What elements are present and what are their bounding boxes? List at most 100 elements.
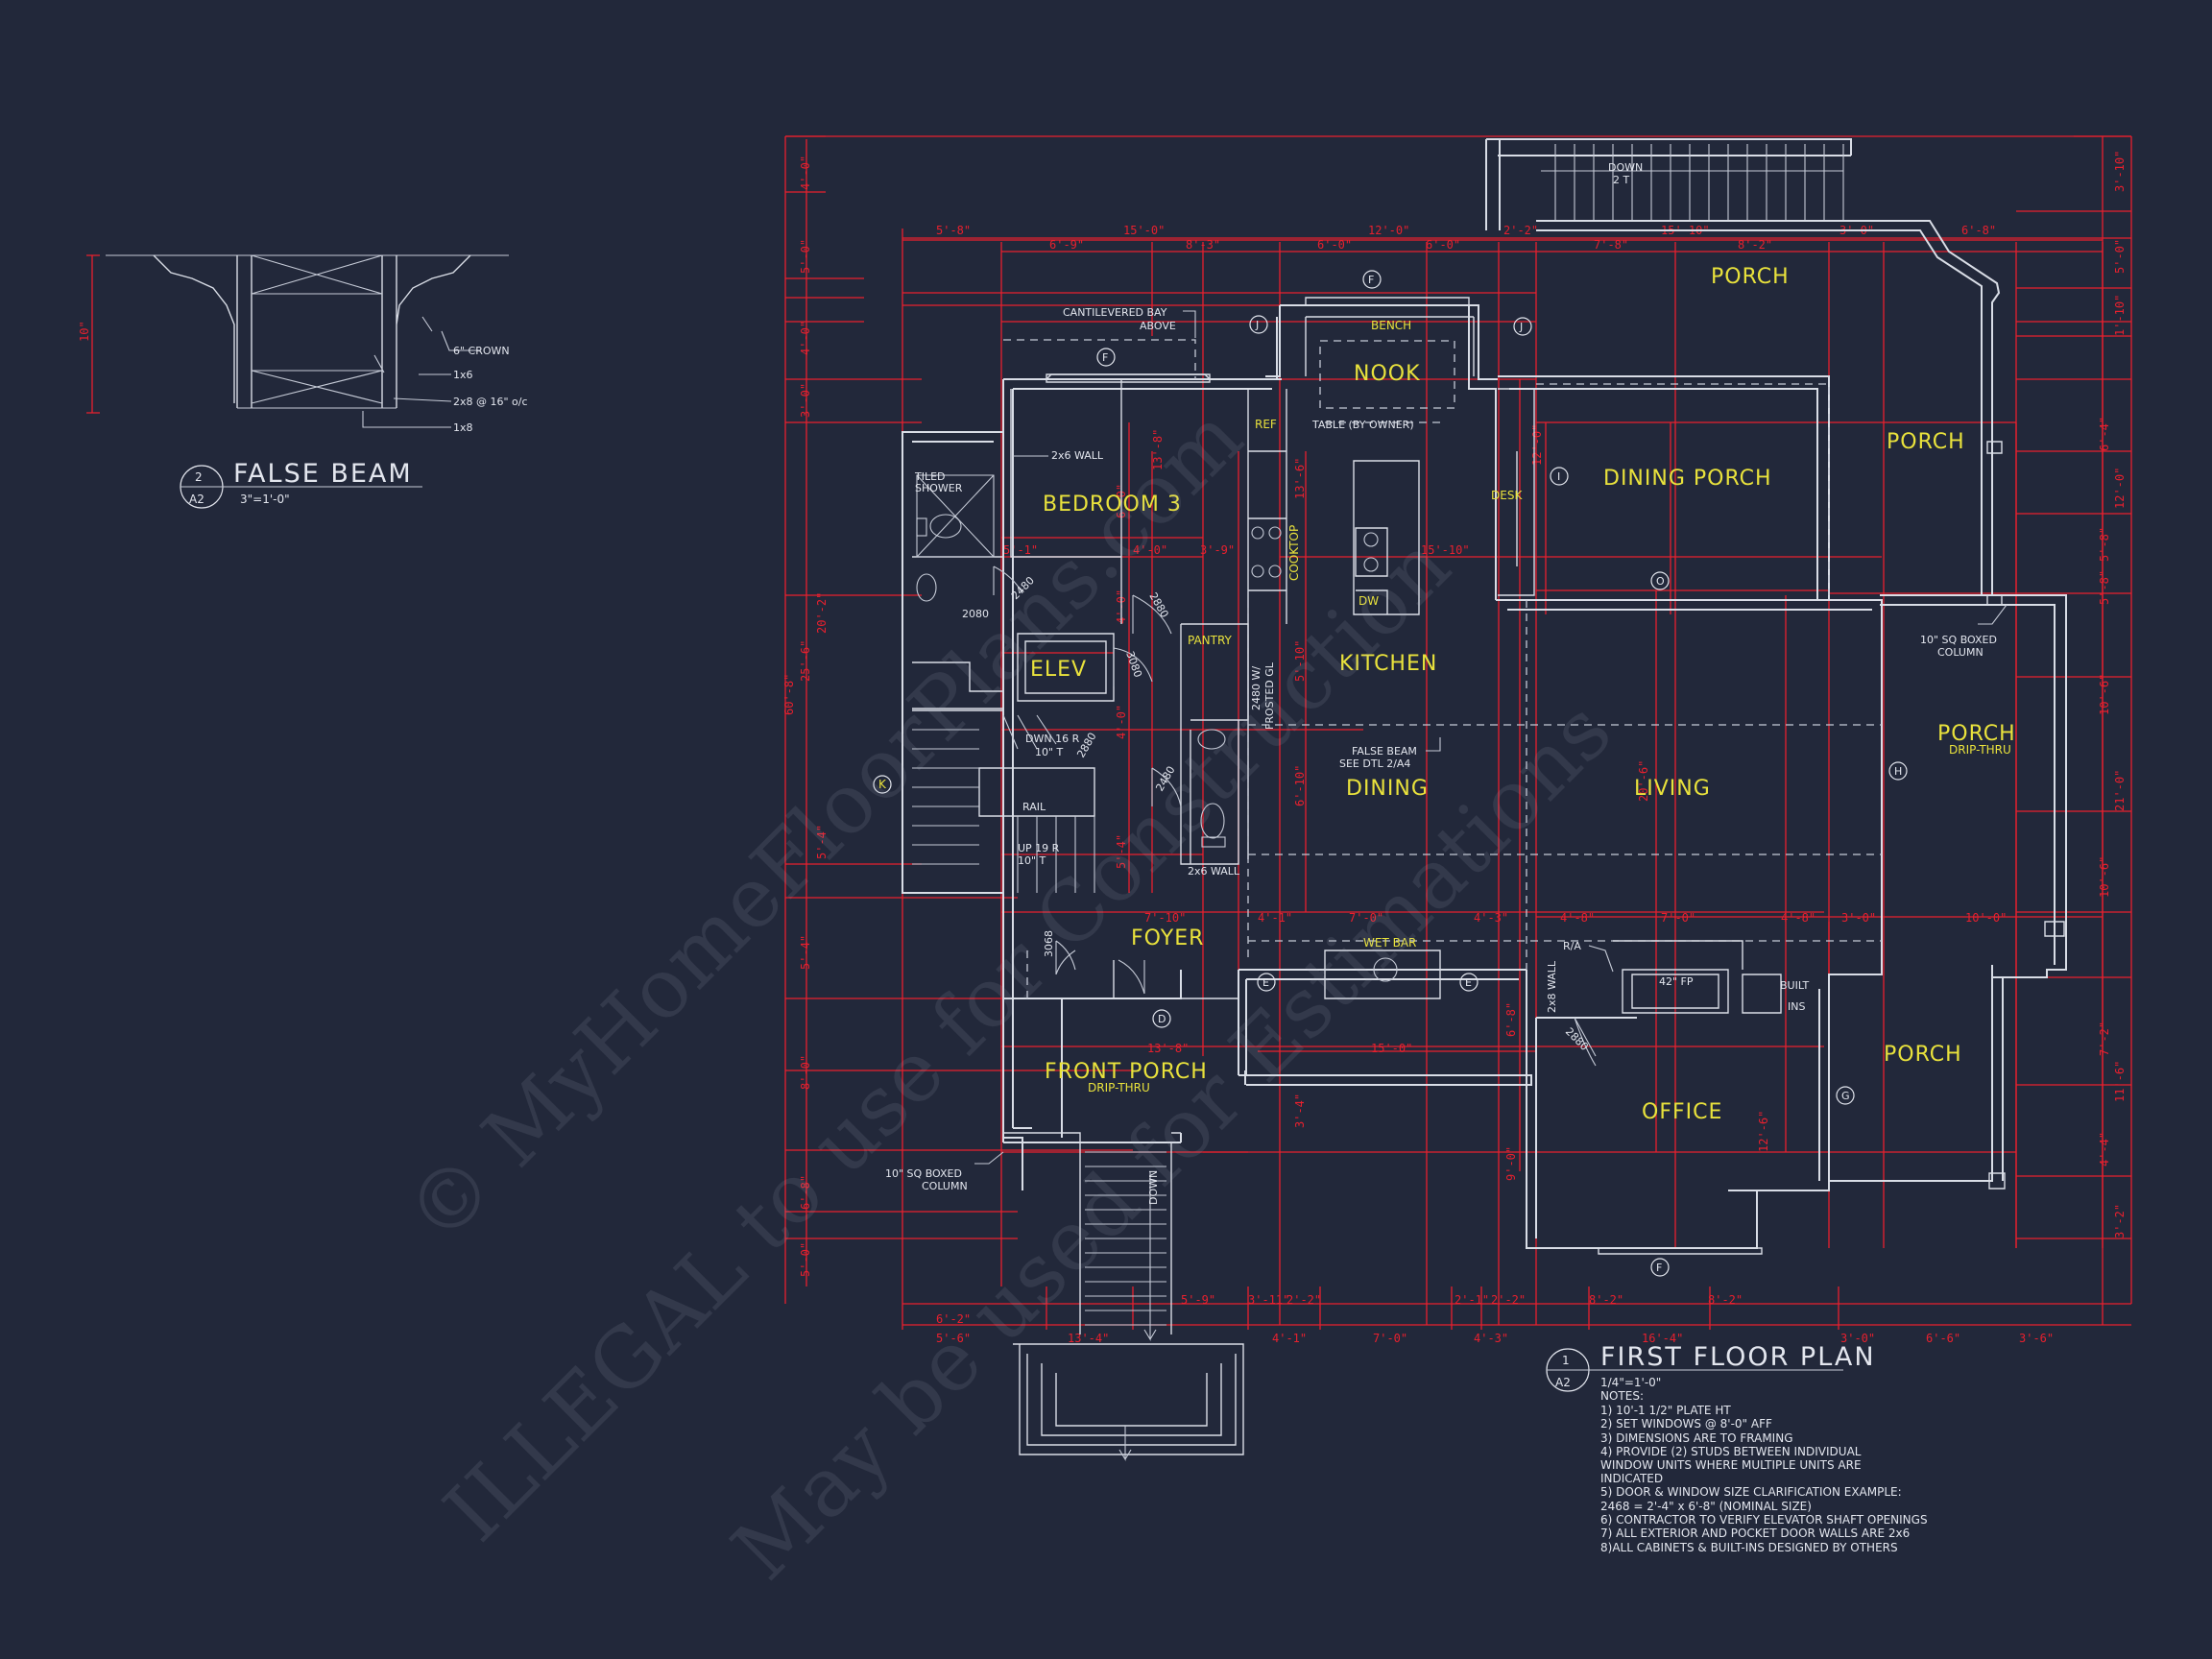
dim-top-4: 2'-2" [1503, 224, 1538, 237]
dim-bot2-5: 4'-3" [1474, 1332, 1508, 1345]
plan-title-block: 1 A2 FIRST FLOOR PLAN 1/4"=1'-0" NOTES: … [1546, 1342, 1928, 1554]
detail-label-crown: 6" CROWN [453, 345, 510, 357]
dim-top2-5: 7'-8" [1594, 238, 1628, 252]
room-foyer: FOYER [1131, 926, 1204, 950]
dim-top2-2: 8'-3" [1186, 238, 1220, 252]
dim-left-10: 8'-0" [799, 1055, 812, 1090]
detail-label-1x8: 1x8 [453, 421, 473, 434]
dim-inner-11: 7'-10" [1144, 911, 1186, 925]
note-down-top-2: 2 T [1613, 174, 1629, 186]
note-shower: SHOWER [915, 482, 963, 494]
dim-left-11: 6'-8" [799, 1175, 812, 1210]
dim-bot-2: 5'-9" [1181, 1293, 1215, 1307]
note-up-2: 10" T [1018, 854, 1046, 867]
dim-right-2: 5'-0" [2113, 239, 2127, 274]
dim-left-9: 5'-4" [799, 935, 812, 970]
dimension-lines [784, 135, 2132, 1330]
plan-notes-heading: NOTES: [1600, 1389, 1644, 1403]
note-tiled: TILED [914, 470, 946, 483]
svg-text:O: O [1656, 575, 1665, 588]
note-col-left-2: COLUMN [922, 1180, 968, 1192]
note-3068: 3068 [1043, 930, 1055, 957]
label-ref: REF [1255, 418, 1277, 431]
note-2080: 2080 [962, 608, 989, 620]
dim-bot-8: 8'-2" [1708, 1293, 1743, 1307]
note-col-right-2: COLUMN [1937, 646, 1984, 659]
tag-f-office: F [1650, 1258, 1670, 1277]
room-office: OFFICE [1642, 1100, 1722, 1124]
svg-text:F: F [1102, 351, 1108, 364]
note-built: BUILT [1780, 979, 1809, 992]
plan-sheet: A2 [1555, 1376, 1571, 1389]
dim-top-2: 15'-0" [1123, 224, 1165, 237]
dim-left-4: 3'-0" [799, 383, 812, 418]
plan-note-4: 4) PROVIDE (2) STUDS BETWEEN INDIVIDUAL [1600, 1445, 1862, 1458]
dim-left-3: 4'-0" [799, 321, 812, 355]
detail-number: 2 [195, 470, 203, 484]
front-porch-drip-label: DRIP-THRU [1088, 1081, 1150, 1094]
walls [902, 138, 2067, 1461]
dim-bot-6: 2'-2" [1491, 1293, 1526, 1307]
dim-inner-24: 6'-8" [1504, 1002, 1518, 1037]
dim-left-6: 25'-6" [799, 640, 812, 682]
dim-right-11: 11'-6" [2113, 1061, 2127, 1102]
dim-right-7: 10'-6" [2098, 674, 2111, 715]
label-pantry: PANTRY [1188, 634, 1233, 647]
room-porch-top: PORCH [1711, 265, 1790, 289]
svg-text:F: F [1368, 274, 1374, 286]
dim-inner-5: 13'-6" [1293, 458, 1307, 499]
dim-top2-4: 6'-0" [1426, 238, 1460, 252]
svg-text:J: J [1255, 319, 1259, 331]
dim-inner-4: 3'-9" [1200, 543, 1235, 557]
dim-bot2-6: 16'-4" [1642, 1332, 1683, 1345]
dim-inner-1: 13'-8" [1151, 429, 1165, 470]
dim-bot2-3: 4'-1" [1272, 1332, 1307, 1345]
tag-o: O [1650, 571, 1670, 590]
dim-right-13: 3'-2" [2113, 1204, 2127, 1238]
dim-inner-18: 3'-0" [1841, 911, 1876, 925]
svg-text:E: E [1262, 976, 1269, 989]
dim-right-1: 3'-10" [2113, 151, 2127, 192]
dim-bot-1: 6'-2" [936, 1312, 971, 1326]
watermark: © MyHomeFloorPlans.com ILLEGAL to use fo… [388, 389, 1630, 1598]
dim-inner-3: 4'-0" [1133, 543, 1167, 557]
dim-right-3: 1'-10" [2113, 295, 2127, 336]
note-dwn-2: 10" T [1035, 746, 1064, 758]
dim-bot2-9: 3'-6" [2019, 1332, 2054, 1345]
note-down-stair: DOWN [1147, 1170, 1160, 1205]
room-labels: PORCH PORCH PORCH DRIP-THRU PORCH NOOK D… [1030, 265, 2015, 1124]
dim-inner-10: 20'-6" [1637, 760, 1650, 802]
dim-right-10: 7'-2" [2098, 1022, 2111, 1056]
room-front-porch: FRONT PORCH [1045, 1060, 1208, 1084]
note-2880a: 2880 [1146, 590, 1170, 620]
dim-bot2-8: 6'-6" [1926, 1332, 1960, 1345]
dim-bot-5: 2'-1" [1455, 1293, 1489, 1307]
plan-note-9: 6) CONTRACTOR TO VERIFY ELEVATOR SHAFT O… [1600, 1513, 1928, 1527]
plan-note-6: INDICATED [1600, 1472, 1663, 1485]
svg-text:H: H [1894, 765, 1902, 778]
tag-d: D [1152, 1009, 1171, 1028]
tag-g: G [1836, 1086, 1855, 1105]
note-cantilever-1: CANTILEVERED BAY [1063, 306, 1167, 319]
label-wet-bar: WET BAR [1363, 936, 1416, 950]
room-porch-bottom: PORCH [1884, 1043, 1962, 1067]
plan-note-1: 1) 10'-1 1/2" PLATE HT [1600, 1404, 1731, 1417]
room-living: LIVING [1634, 777, 1711, 801]
room-kitchen: KITCHEN [1339, 652, 1437, 676]
dim-bot2-2: 13'-4" [1068, 1332, 1109, 1345]
svg-text:J: J [1519, 321, 1523, 333]
label-bench: BENCH [1371, 319, 1411, 332]
dim-inner-21: 15'-0" [1371, 1042, 1412, 1055]
note-false-beam-2: SEE DTL 2/A4 [1339, 757, 1410, 770]
detail-height-dim: 10" [78, 321, 91, 342]
tag-f-top: F [1362, 270, 1382, 289]
note-cantilever-2: ABOVE [1140, 320, 1176, 332]
porch-drip-thru-label: DRIP-THRU [1949, 743, 2011, 757]
svg-text:F: F [1656, 1262, 1662, 1274]
plan-note-8: 2468 = 2'-4" x 6'-8" (NOMINAL SIZE) [1600, 1500, 1812, 1513]
dim-top2-6: 8'-2" [1738, 238, 1772, 252]
dim-left-7: 60'-8" [782, 674, 796, 715]
note-up-1: UP 19 R [1018, 842, 1060, 854]
label-dw: DW [1358, 594, 1379, 608]
tag-k: K [873, 775, 892, 794]
